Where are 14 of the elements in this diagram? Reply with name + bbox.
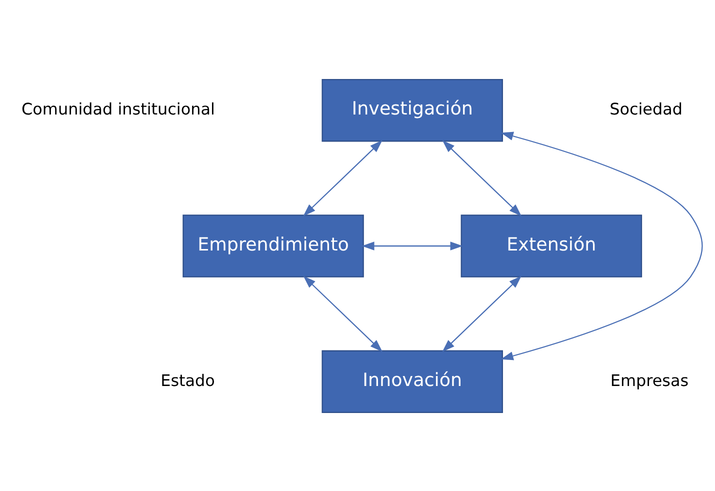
- node-box: Extensión: [460, 214, 642, 277]
- arrow: [303, 140, 382, 216]
- arrow: [500, 131, 703, 360]
- label: Sociedad: [610, 99, 683, 118]
- arrow: [362, 241, 463, 250]
- label: Estado: [160, 370, 215, 390]
- arrow: [303, 275, 382, 352]
- arrow: [442, 140, 522, 216]
- arrow: [442, 275, 522, 352]
- label: Empresas: [610, 370, 689, 390]
- node-box: Innovación: [322, 350, 503, 412]
- label: Comunidad institucional: [22, 99, 215, 118]
- node-box: Emprendimiento: [182, 214, 364, 277]
- node-box: Investigación: [322, 78, 503, 142]
